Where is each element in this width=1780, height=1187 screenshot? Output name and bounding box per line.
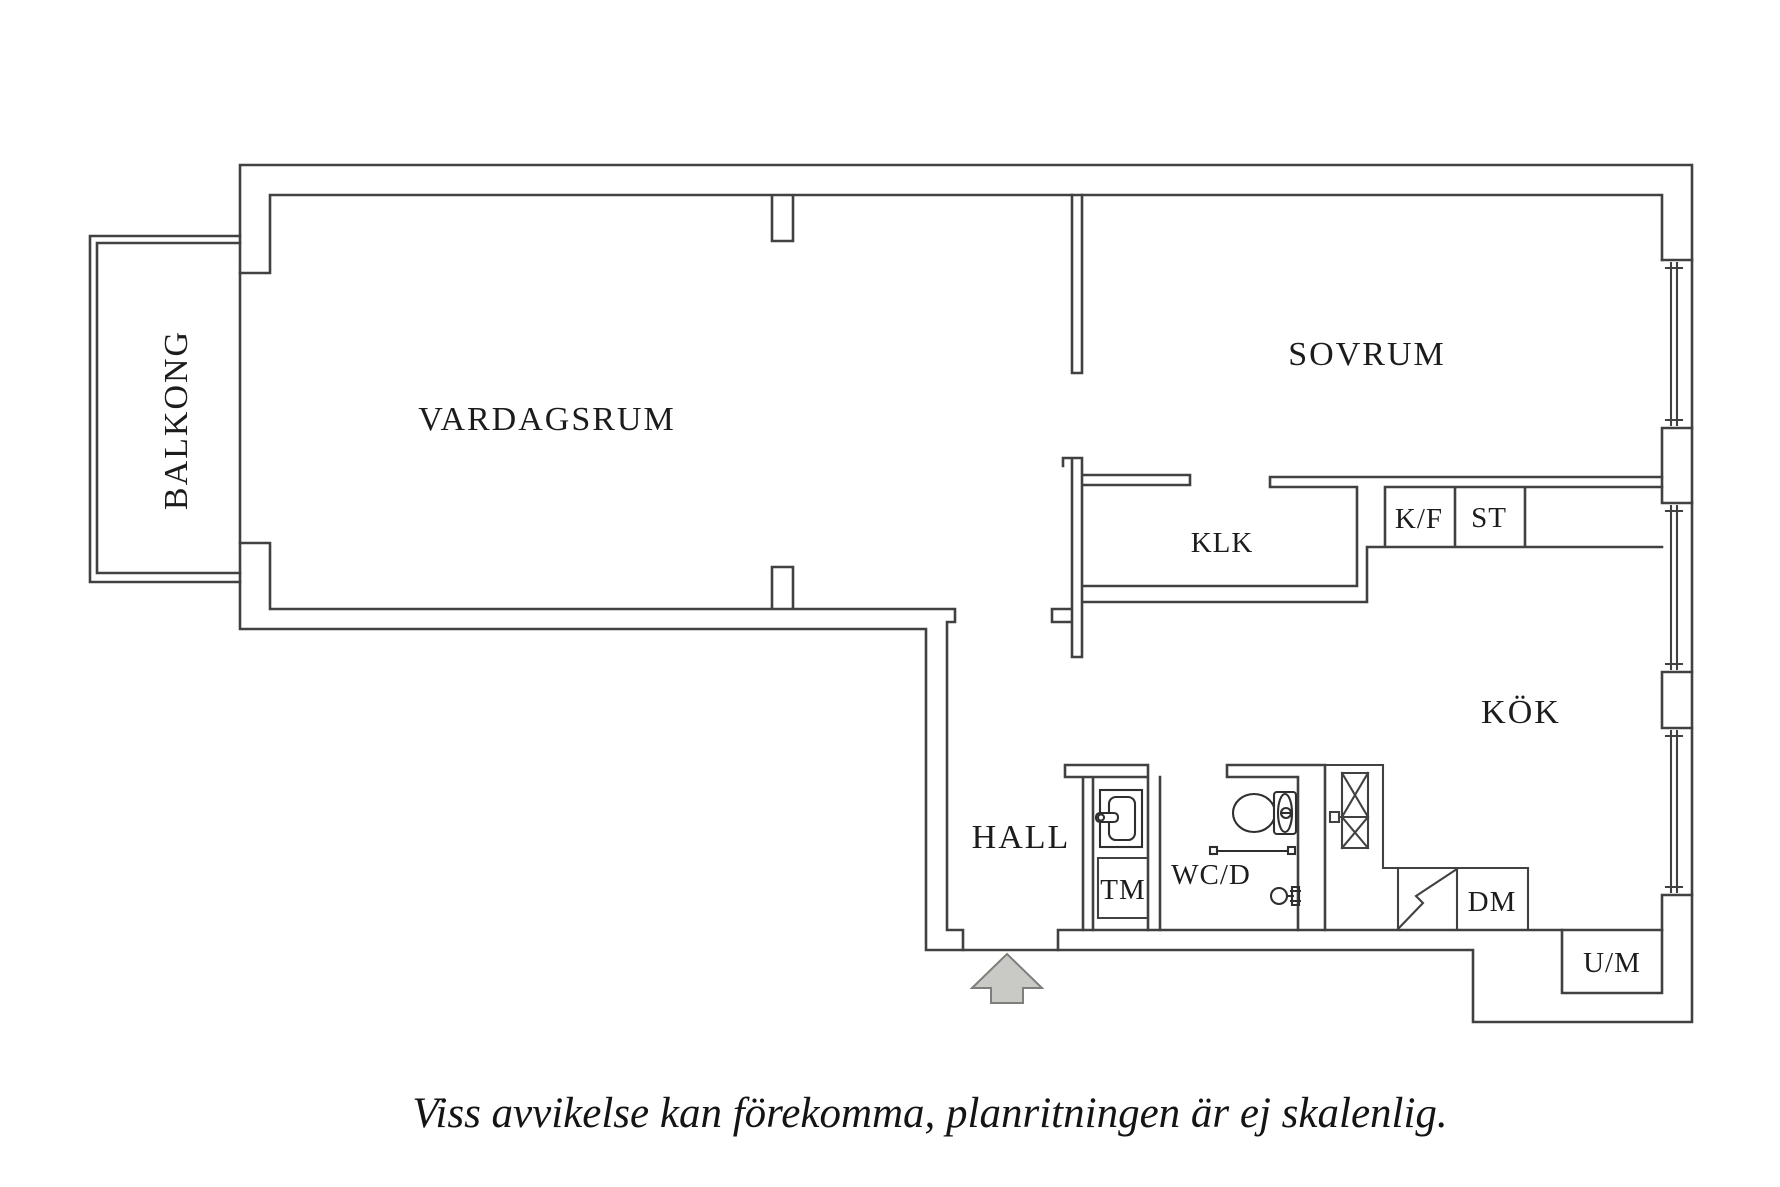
divider-wall [1070,193,1084,375]
appliance-label-dm: DM [1468,886,1517,918]
klk-walls [1050,456,1664,659]
room-label-vardagsrum: VARDAGSRUM [418,401,675,438]
room-label-sovrum: SOVRUM [1288,336,1445,373]
bathroom-fixtures [1094,788,1301,920]
appliance-label-kf: K/F [1395,503,1443,535]
kitchen-fixtures [1323,763,1664,995]
appliance-label-st: ST [1471,502,1507,534]
bedroom-window-icon [1664,261,1684,427]
disclaimer-caption: Viss avvikelse kan förekomma, planritnin… [412,1090,1447,1137]
balcony-outline [88,234,242,584]
room-labels: BALKONG VARDAGSRUM SOVRUM KÖK HALL KLK W… [158,330,1641,979]
kitchen-sink-icon [1340,771,1370,850]
um-cabinet-outline [1560,928,1664,995]
tm-machine-outline [1096,856,1150,920]
exterior-wall-outline [238,163,1694,1024]
corner-cabinet-diagonal-icon [1396,867,1459,931]
towel-rail-end-right-icon [1286,845,1297,856]
room-label-wcd: WC/D [1171,859,1251,891]
windows [1660,258,1694,932]
room-label-klk: KLK [1191,527,1254,559]
kitchen-faucet-icon [1328,810,1358,824]
washbasin-drain-icon [1096,813,1106,822]
appliance-label-tm: TM [1100,874,1146,906]
room-label-balkong: BALKONG [158,330,195,510]
interior-walls [238,193,1664,952]
window-sills [1660,258,1694,932]
shower-mixer-icon [1269,886,1289,906]
appliance-label-um: U/M [1583,947,1641,979]
kitchen-window-lower-icon [1664,729,1684,894]
room-label-hall: HALL [972,819,1071,856]
kitchen-counter-outline [1323,763,1530,932]
kitchen-window-upper-icon [1664,504,1684,671]
room-label-kok: KÖK [1481,694,1561,731]
entrance-arrow-icon [969,952,1045,1004]
walls [88,163,1694,1024]
towel-rail-end-left-icon [1208,845,1219,856]
bathroom-walls [1063,763,1327,932]
shower-mixer-valve-icon [1287,885,1301,907]
toilet-bowl-icon [1231,792,1277,834]
